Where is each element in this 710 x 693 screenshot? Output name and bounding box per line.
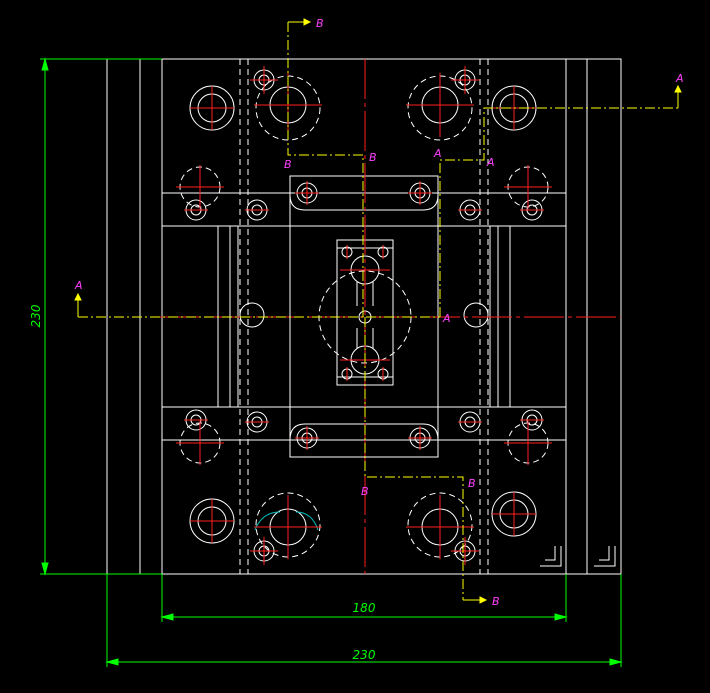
label-a-left: A [74, 279, 83, 292]
label-b-upper-1: B [284, 158, 292, 171]
section-lines [78, 22, 678, 600]
label-a-upper-inner-2: A [486, 156, 495, 169]
dim-overall-height: 230 [29, 304, 43, 327]
section-arrows [74, 18, 682, 604]
label-b-upper-2: B [369, 151, 377, 164]
dim-overall-width: 230 [353, 648, 376, 662]
label-b-bottom: B [492, 595, 500, 608]
dim-inner-width: 180 [353, 601, 376, 615]
label-a-top-right: A [675, 72, 684, 85]
dimension-lines [40, 57, 623, 667]
label-b-top: B [316, 17, 324, 30]
label-a-center: A [442, 312, 451, 325]
label-b-lower-2: B [468, 477, 476, 490]
section-labels: A A A A A B B B B B B [74, 17, 684, 608]
label-b-lower-1: B [361, 485, 369, 498]
label-a-upper-inner-1: A [433, 147, 442, 160]
